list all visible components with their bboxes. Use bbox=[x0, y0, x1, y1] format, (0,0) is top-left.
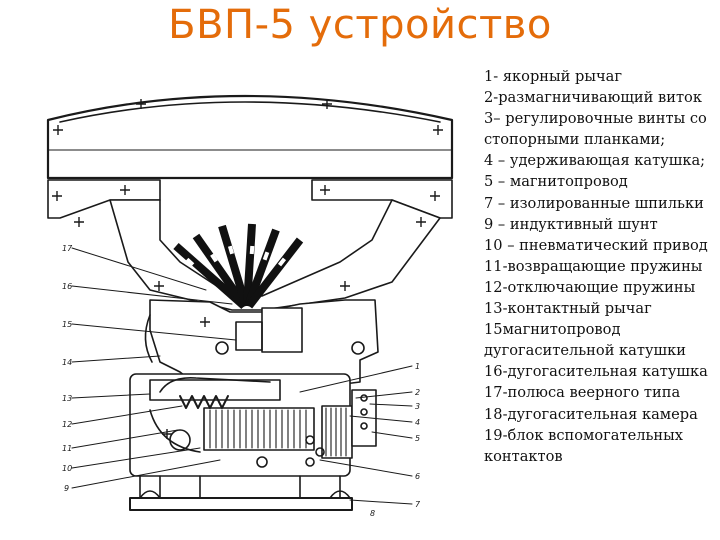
legend-item: 3– регулировочные винты со стопорными пл… bbox=[484, 110, 707, 149]
callout-8: 8 bbox=[370, 509, 375, 518]
legend-item: 9 – индуктивный шунт bbox=[484, 215, 658, 233]
callout-14: 14 bbox=[62, 358, 72, 367]
callout-5: 5 bbox=[415, 434, 420, 443]
legend-item: 7 – изолированные шпильки bbox=[484, 194, 704, 212]
callout-15: 15 bbox=[62, 320, 72, 329]
legend-item: 18-дугогасительная камера bbox=[484, 405, 698, 423]
fan-poles bbox=[173, 223, 304, 309]
callout-7: 7 bbox=[415, 500, 421, 509]
callout-11: 11 bbox=[62, 444, 72, 453]
stud-markers bbox=[52, 99, 443, 439]
slide-title: БВП-5 устройство bbox=[168, 2, 552, 48]
legend-item: 17-полюса веерного типа bbox=[484, 384, 681, 402]
callout-17: 17 bbox=[62, 244, 73, 253]
callout-12: 12 bbox=[62, 420, 72, 429]
legend-item: 13-контактный рычаг bbox=[484, 300, 652, 318]
legend-item: 16-дугогасительная катушка bbox=[484, 363, 708, 381]
arc-coil bbox=[203, 407, 315, 451]
holding-coil bbox=[321, 405, 353, 459]
callout-13: 13 bbox=[62, 394, 72, 403]
callout-1: 1 bbox=[415, 362, 420, 371]
callout-6: 6 bbox=[415, 472, 420, 481]
legend-item: 1- якорный рычаг bbox=[484, 68, 622, 85]
legend-item: 4 – удерживающая катушка; bbox=[484, 152, 706, 170]
arc-chute-dome bbox=[46, 94, 454, 180]
legend-item: 12-отключающие пружины bbox=[484, 278, 696, 296]
chute-right-flange bbox=[311, 179, 453, 219]
chute-funnel bbox=[109, 199, 441, 311]
legend-item: 5 – магнитопровод bbox=[484, 173, 628, 191]
callout-10: 10 bbox=[62, 464, 72, 473]
legend-item: 2-размагничивающий виток bbox=[484, 89, 702, 107]
return-spring bbox=[179, 395, 229, 409]
legend-item: 19-блок вспомогательных контактов bbox=[484, 426, 683, 465]
component-legend: 1- якорный рычаг 2-размагничивающий вито… bbox=[484, 66, 716, 467]
base-plate bbox=[129, 497, 353, 511]
legend-item: 11-возвращающие пружины bbox=[484, 257, 703, 275]
callout-4: 4 bbox=[415, 418, 420, 427]
callout-9: 9 bbox=[64, 484, 69, 493]
legend-item: 15магнитопровод дугогасительной катушки bbox=[484, 321, 686, 360]
callout-2: 2 bbox=[415, 388, 420, 397]
callout-16: 16 bbox=[62, 282, 72, 291]
callout-3: 3 bbox=[415, 402, 420, 411]
legend-item: 10 – пневматический привод bbox=[484, 236, 708, 254]
